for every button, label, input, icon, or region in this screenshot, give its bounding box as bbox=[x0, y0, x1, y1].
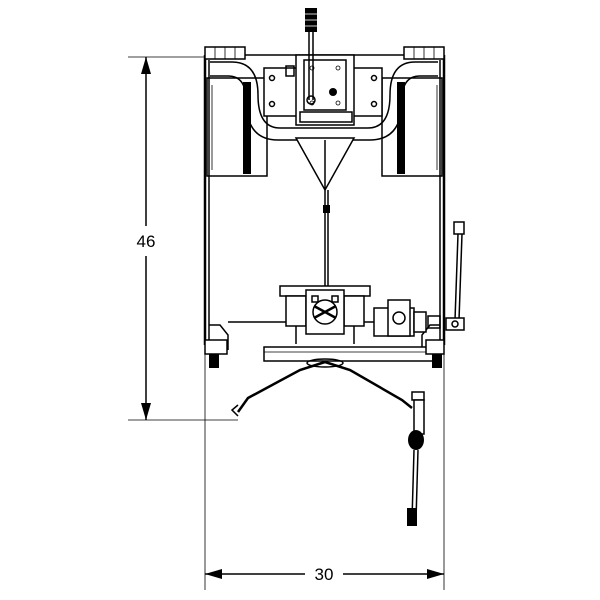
height-dimension-label: 46 bbox=[137, 232, 156, 251]
side-lever bbox=[445, 221, 465, 331]
base-plate bbox=[204, 339, 445, 368]
height-dimension: 46 bbox=[128, 56, 238, 421]
pendant-cord bbox=[407, 391, 425, 526]
control-lever bbox=[305, 8, 317, 105]
right-battery-block bbox=[381, 46, 445, 177]
left-battery-block bbox=[204, 46, 268, 177]
center-bracket bbox=[294, 137, 356, 300]
axle-assembly bbox=[279, 285, 371, 344]
width-dimension: 30 bbox=[204, 340, 445, 590]
width-dimension-label: 30 bbox=[315, 565, 334, 584]
control-plate bbox=[263, 54, 383, 126]
motor bbox=[373, 299, 441, 337]
lower-arms bbox=[230, 358, 413, 417]
